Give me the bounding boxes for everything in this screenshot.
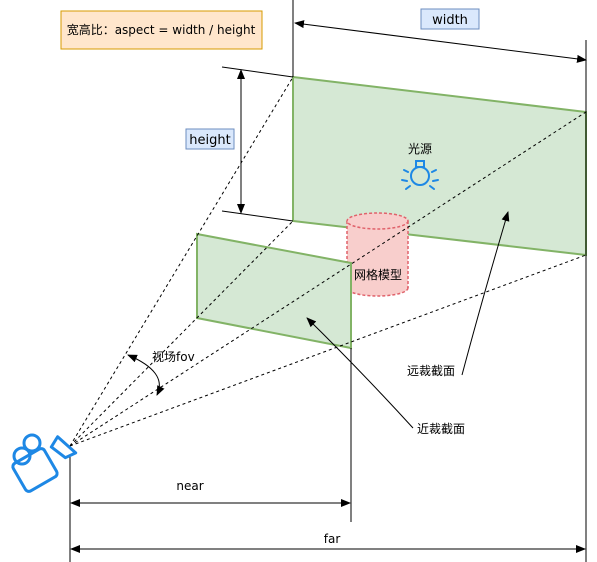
light-source: 光源	[401, 142, 439, 190]
far-plane-label: 远裁截面	[405, 361, 457, 379]
near-plane-label: 近裁截面	[415, 419, 467, 437]
dimension-arrows	[70, 20, 587, 553]
aspect-ratio-label: 宽高比：aspect = width / height	[60, 10, 263, 50]
far-plane-callout	[461, 211, 510, 376]
callout-arrows	[306, 211, 510, 429]
near-label: near	[176, 479, 203, 493]
fov-label: 视场fov	[152, 349, 195, 364]
far-plane-text: 远裁截面	[407, 364, 455, 378]
fov-arc-arrow	[127, 354, 165, 396]
width-arrow	[294, 20, 587, 63]
near-plane-text: 近裁截面	[417, 422, 465, 436]
width-label: width	[420, 8, 480, 30]
video-camera-icon	[11, 433, 78, 493]
mesh-model: 网格模型	[346, 212, 409, 297]
light-label: 光源	[408, 142, 432, 156]
far-label: far	[324, 532, 341, 546]
far-clipping-plane	[292, 75, 587, 257]
width-text: width	[432, 13, 468, 28]
mesh-label: 网格模型	[354, 267, 402, 282]
near-plane-callout	[306, 317, 414, 429]
near-clipping-plane	[196, 232, 352, 350]
height-text: height	[189, 133, 230, 148]
aspect-text: 宽高比：aspect = width / height	[67, 22, 256, 37]
aspect-box	[60, 10, 263, 50]
height-label: height	[185, 128, 235, 150]
extension-lines	[69, 0, 587, 562]
light-bulb-icon	[401, 160, 439, 190]
